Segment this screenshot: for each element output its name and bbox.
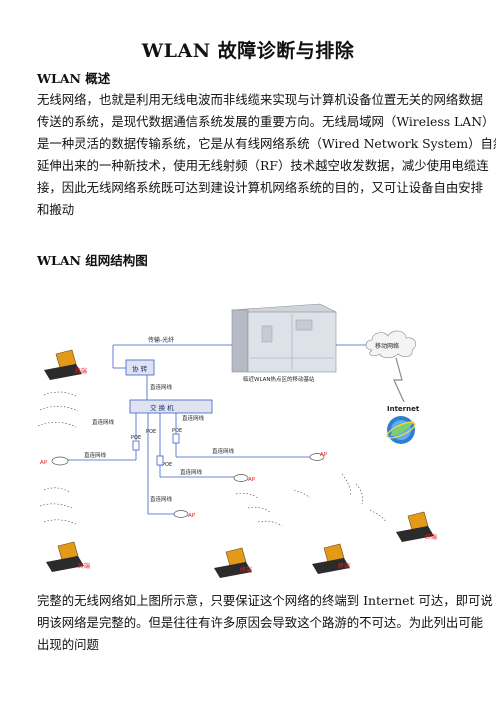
poe-label: POE bbox=[146, 429, 156, 435]
cable-label: 直连网线 bbox=[92, 418, 115, 426]
laptop-icon bbox=[396, 511, 434, 542]
paragraph-line: 传送的系统，是现代数据通信系统发展的重要方向。无线局域网（Wireless LA… bbox=[37, 114, 495, 129]
ap-device bbox=[173, 510, 189, 518]
converter-label: 协 转 bbox=[132, 364, 148, 373]
poe-label: POE bbox=[131, 435, 141, 441]
paragraph-line: 明该网络是完整的。但是往往有许多原因会导致这个路游的不可达。为此列出可能 bbox=[37, 615, 484, 630]
paragraph-line: 和搬动 bbox=[37, 202, 75, 217]
terminal-label: 终端 bbox=[78, 562, 90, 570]
page-title: WLAN 故障诊断与排除 bbox=[141, 40, 355, 62]
internet-globe-icon bbox=[386, 416, 416, 444]
ap-label: AP bbox=[248, 477, 256, 483]
laptop-icon bbox=[214, 547, 252, 578]
terminal-label: 终端 bbox=[425, 533, 437, 541]
switch-box bbox=[129, 399, 213, 414]
section-heading-topology: WLAN 组网结构图 bbox=[37, 253, 148, 268]
terminal-label: 终端 bbox=[75, 367, 87, 375]
terminal-label: 终端 bbox=[240, 566, 252, 574]
laptop-icon bbox=[46, 541, 84, 572]
wan-link bbox=[393, 357, 405, 403]
cable-label: 直连网线 bbox=[150, 383, 173, 391]
converter-box bbox=[125, 359, 155, 376]
laptop-icon bbox=[44, 349, 82, 380]
fiber-label: 传输-光纤 bbox=[148, 336, 174, 344]
terminal-label: 终端 bbox=[338, 562, 350, 570]
poe-injector: POE bbox=[172, 428, 182, 444]
paragraph-line: 是一种灵活的数据传输系统，它是从有线网络系统（Wired Network Sys… bbox=[37, 136, 496, 151]
cable-label: 直连网线 bbox=[150, 495, 173, 503]
cable-label: 直连网线 bbox=[180, 468, 203, 476]
wireless-signal bbox=[37, 391, 387, 527]
poe-label: POE bbox=[172, 428, 182, 434]
section-heading-overview: WLAN 概述 bbox=[37, 71, 111, 86]
poe-injector: POE bbox=[131, 435, 141, 451]
ap-label: AP bbox=[40, 460, 48, 466]
paragraph-line: 完整的无线网络如上图所示意，只要保证这个网络的终端到 Internet 可达，即… bbox=[37, 593, 493, 608]
overview-paragraph: 无线网络，也就是利用无线电波而非线缆来实现与计算机设备位置无关的网络数据 传送的… bbox=[37, 89, 496, 221]
poe-label: POE bbox=[162, 462, 172, 468]
wlan-topology-diagram: 临近WLAN热点区的移动基站 传输-光纤 移动网络 Internet 协 转 直… bbox=[37, 303, 437, 578]
internet-label: Internet bbox=[387, 405, 420, 413]
base-station-label: 临近WLAN热点区的移动基站 bbox=[243, 375, 315, 383]
laptop-icon bbox=[312, 543, 350, 574]
poe-injector: POE bbox=[146, 429, 156, 435]
ap-device bbox=[233, 474, 249, 482]
cable-label: 直连网线 bbox=[212, 447, 235, 455]
paragraph-line: 出现的问题 bbox=[37, 637, 99, 652]
ap-device bbox=[51, 456, 69, 466]
switch-label: 交 换 机 bbox=[150, 403, 174, 412]
cable-label: 直连网线 bbox=[182, 414, 205, 422]
paragraph-line: 接，因此无线网络系统既可达到建设计算机网络系统的目的，又可让设备自由安排 bbox=[37, 180, 484, 195]
ap-label: AP bbox=[320, 452, 328, 458]
mobile-network-label: 移动网络 bbox=[375, 342, 399, 350]
base-station-container bbox=[230, 303, 338, 373]
poe-injector: POE bbox=[156, 455, 172, 468]
cable-label: 直连网线 bbox=[84, 451, 107, 459]
paragraph-line: 延伸出来的一种新技术，使用无线射频（RF）技术越空收发数据，减少使用电缆连 bbox=[37, 158, 489, 173]
paragraph-line: 无线网络，也就是利用无线电波而非线缆来实现与计算机设备位置无关的网络数据 bbox=[37, 92, 484, 107]
summary-paragraph: 完整的无线网络如上图所示意，只要保证这个网络的终端到 Internet 可达，即… bbox=[37, 590, 493, 656]
mobile-network-cloud bbox=[365, 330, 417, 359]
ap-label: AP bbox=[188, 513, 196, 519]
ap-device bbox=[309, 453, 325, 461]
